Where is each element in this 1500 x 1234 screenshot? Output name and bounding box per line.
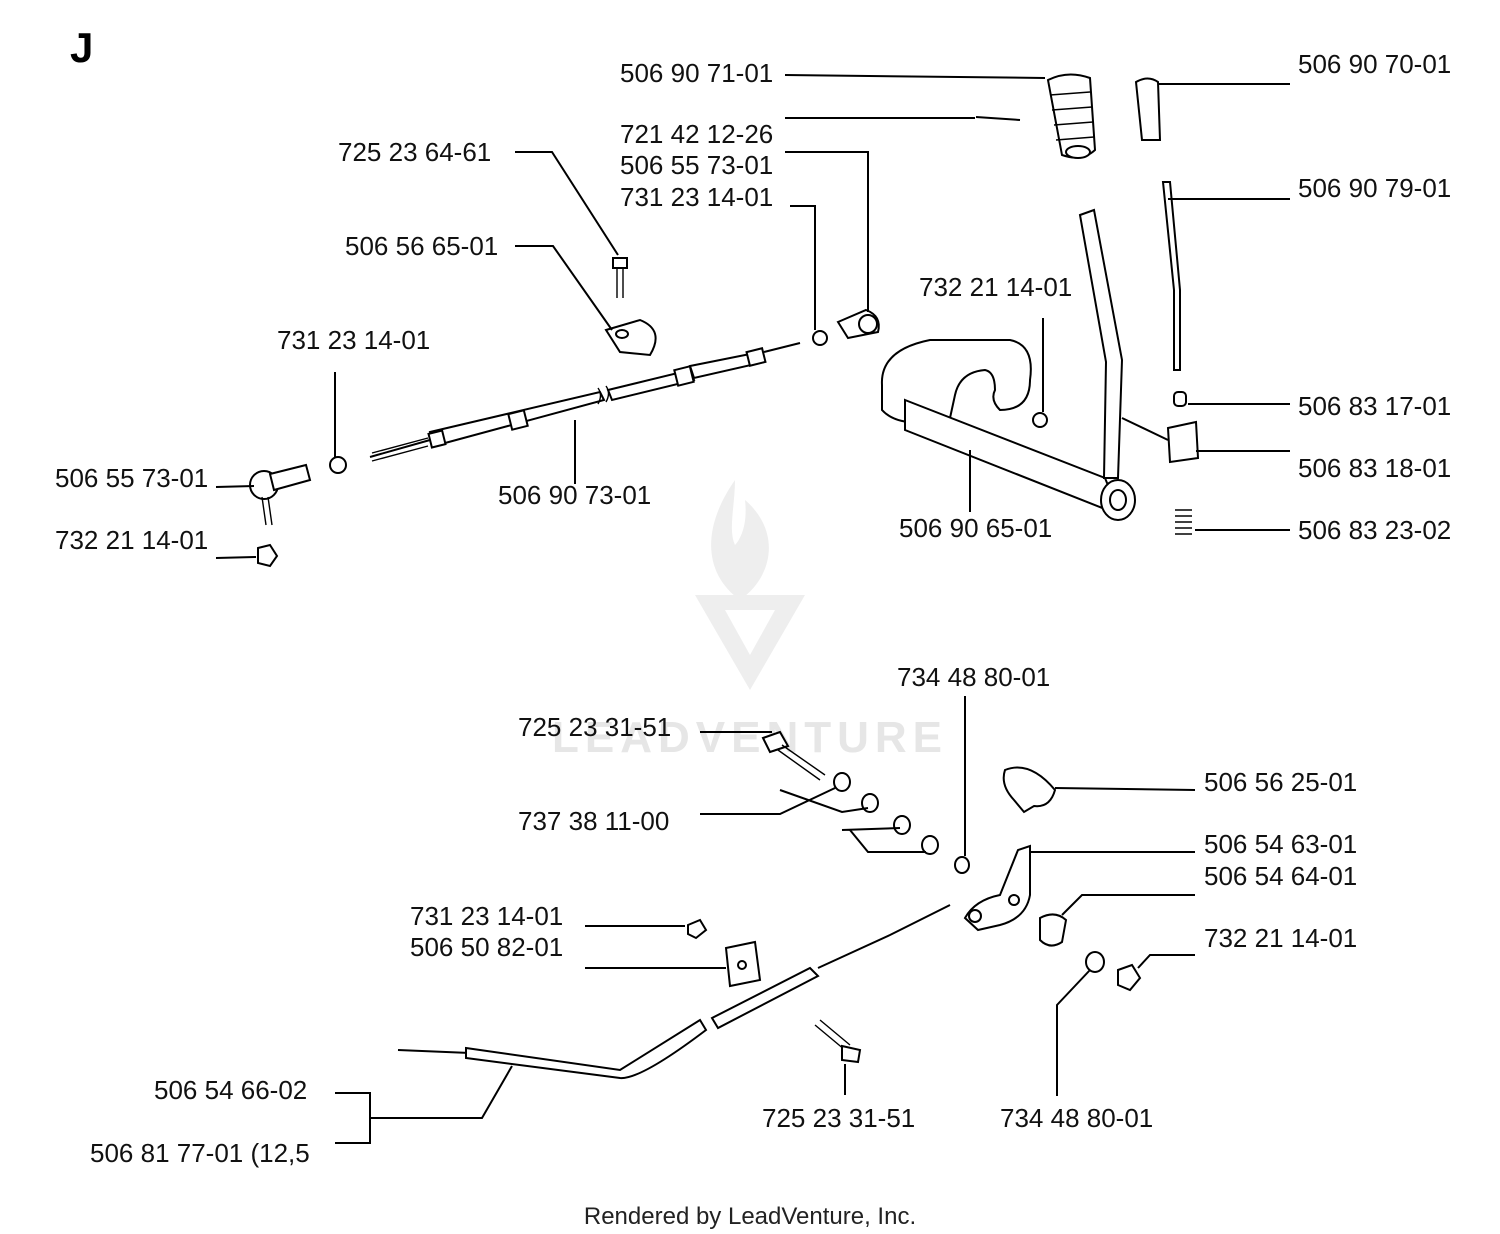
label-725-23-64-61: 725 23 64-61 (338, 137, 491, 167)
watermark: LEADVENTURE (552, 480, 948, 762)
lever-knob (975, 73, 1097, 159)
label-506-81-77-01: 506 81 77-01 (12,5 (90, 1138, 310, 1168)
label-506-56-65-01: 506 56 65-01 (345, 231, 498, 261)
label-737-38-11-00: 737 38 11-00 (518, 806, 669, 836)
control-lever (963, 766, 1142, 992)
label-721-42-12-26: 721 42 12-26 (620, 119, 773, 149)
main-cable (369, 342, 801, 462)
label-506-90-70-01: 506 90 70-01 (1298, 49, 1451, 79)
label-731-23-14-01-lower: 731 23 14-01 (410, 901, 563, 931)
left-ball-joint (249, 456, 347, 568)
cable-clamp (604, 257, 657, 357)
v-logo-icon (695, 595, 805, 690)
label-506-90-73-01: 506 90 73-01 (498, 480, 651, 510)
label-506-90-71-01: 506 90 71-01 (620, 58, 773, 88)
label-506-54-63-01: 506 54 63-01 (1204, 829, 1357, 859)
label-506-83-18-01: 506 83 18-01 (1298, 453, 1451, 483)
label-734-48-80-01-bottom: 734 48 80-01 (1000, 1103, 1153, 1133)
bracket-plate (687, 918, 862, 1064)
label-506-55-73-01-top: 506 55 73-01 (620, 150, 773, 180)
washers-and-screw (761, 730, 970, 874)
label-732-21-14-01-left: 732 21 14-01 (55, 525, 208, 555)
label-725-23-31-51-bottom: 725 23 31-51 (762, 1103, 915, 1133)
label-732-21-14-01-mid: 732 21 14-01 (919, 272, 1072, 302)
label-734-48-80-01-top: 734 48 80-01 (897, 662, 1050, 692)
label-731-23-14-01-left: 731 23 14-01 (277, 325, 430, 355)
label-506-56-25-01: 506 56 25-01 (1204, 767, 1357, 797)
leader-lines (215, 74, 1290, 1144)
label-506-54-64-01: 506 54 64-01 (1204, 861, 1357, 891)
label-731-23-14-01-top: 731 23 14-01 (620, 182, 773, 212)
label-506-83-23-02: 506 83 23-02 (1298, 515, 1451, 545)
lever-bracket-shaft (880, 208, 1136, 521)
footer-credit: Rendered by LeadVenture, Inc. (584, 1203, 916, 1230)
section-letter: J (70, 24, 93, 71)
right-ball-joint (812, 308, 880, 346)
lower-assembly (397, 730, 1142, 1080)
label-506-55-73-01-left: 506 55 73-01 (55, 463, 208, 493)
label-732-21-14-01-lower: 732 21 14-01 (1204, 923, 1357, 953)
flame-logo-icon (711, 480, 769, 600)
label-506-83-17-01: 506 83 17-01 (1298, 391, 1451, 421)
lower-cable (397, 904, 951, 1080)
lockout-rod (1134, 77, 1200, 535)
label-725-23-31-51-top: 725 23 31-51 (518, 712, 671, 742)
label-506-90-79-01: 506 90 79-01 (1298, 173, 1451, 203)
upper-assembly (249, 73, 1200, 568)
label-506-54-66-02: 506 54 66-02 (154, 1075, 307, 1105)
watermark-text: LEADVENTURE (552, 713, 948, 762)
label-506-50-82-01: 506 50 82-01 (410, 932, 563, 962)
label-506-90-65-01: 506 90 65-01 (899, 513, 1052, 543)
part-labels: 506 90 71-01 721 42 12-26 506 55 73-01 7… (55, 49, 1451, 1168)
